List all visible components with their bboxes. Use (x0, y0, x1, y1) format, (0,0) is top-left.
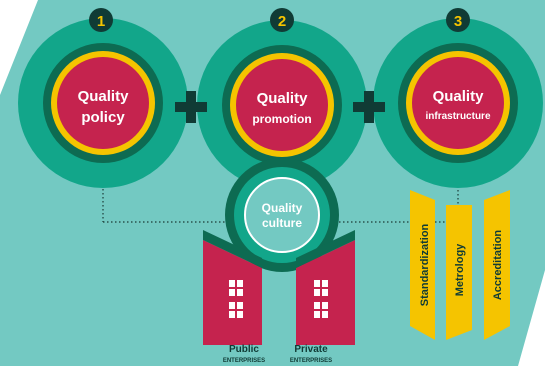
number-badge-1: 1 (89, 8, 113, 32)
public-enterprise-building-icon (203, 230, 262, 345)
plus-icon (175, 91, 207, 123)
circle-title: Quality (257, 90, 309, 107)
quality-infrastructure-circle: Quality infrastructure (373, 18, 543, 188)
culture-subtitle: culture (262, 216, 302, 230)
plus-vertical (186, 91, 196, 123)
accreditation-pillar: Accreditation (484, 190, 510, 340)
building-roof (203, 230, 262, 268)
private-enterprise-building-icon (296, 230, 355, 345)
private-enterprise-title: Private (294, 344, 328, 355)
pillar-label: Standardization (419, 223, 431, 306)
crimson-core (236, 59, 328, 151)
number-badge-3: 3 (446, 8, 470, 32)
circle-subtitle: infrastructure (425, 111, 490, 122)
plus-icon (353, 91, 385, 123)
pillar-body (484, 190, 510, 340)
quality-promotion-circle: Quality promotion (197, 20, 367, 190)
circle-title: Quality (433, 88, 485, 105)
private-enterprise-subtitle: ENTERPRISES (290, 358, 332, 364)
crimson-core (412, 57, 504, 149)
badge-circle (446, 8, 470, 32)
building-roof (296, 230, 355, 268)
circle-subtitle: policy (81, 109, 125, 126)
quality-culture-circle: Quality culture (225, 158, 339, 272)
metrology-pillar: Metrology (446, 205, 472, 340)
pillar-label: Metrology (454, 243, 466, 296)
circle-subtitle: promotion (252, 112, 311, 126)
public-enterprise-title: Public (229, 344, 259, 355)
badge-number: 3 (454, 13, 462, 30)
culture-title: Quality (262, 201, 303, 215)
pillar-label: Accreditation (492, 230, 504, 301)
public-enterprise-subtitle: ENTERPRISES (223, 358, 265, 364)
badge-number: 2 (278, 13, 286, 30)
plus-vertical (364, 91, 374, 123)
quality-policy-circle: Quality policy (18, 18, 188, 188)
badge-number: 1 (97, 13, 105, 30)
badge-circle (270, 8, 294, 32)
standardization-pillar: Standardization (410, 190, 435, 340)
circle-title: Quality (78, 88, 130, 105)
pillar-body (446, 205, 472, 340)
badge-circle (89, 8, 113, 32)
culture-core (244, 177, 320, 253)
crimson-core (57, 57, 149, 149)
number-badge-2: 2 (270, 8, 294, 32)
pillar-body (410, 190, 435, 340)
